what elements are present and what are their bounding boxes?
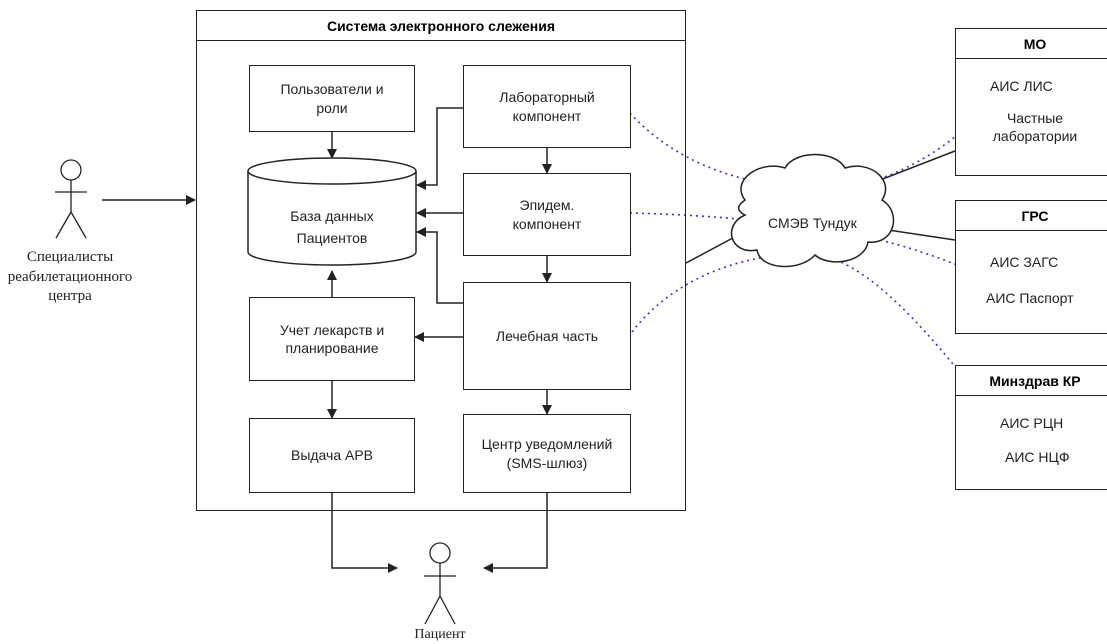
grs-panel: ГРС АИС ЗАГС АИС Паспорт — [955, 200, 1107, 334]
grs-title: ГРС — [956, 201, 1107, 231]
drugs-planning-label: Учет лекарств и планирование — [279, 321, 385, 356]
system-frame: Система электронного слежения — [196, 10, 686, 511]
cloud-label: СМЭВ Тундук — [768, 215, 857, 231]
minzdrav-title: Минздрав КР — [956, 366, 1107, 396]
dotted-treatment-to-rcn — [631, 253, 1001, 426]
notification-center-label: Центр уведомлений (SMS-шлюз) — [481, 436, 613, 471]
patient-actor-icon — [424, 542, 456, 625]
arv-label: Выдача АРВ — [290, 447, 374, 464]
mo-private-labs: Частные лаборатории — [992, 110, 1078, 145]
link-cloud-to-mo — [874, 150, 956, 183]
users-roles-box[interactable]: Пользователи и роли — [249, 65, 415, 132]
minzdrav-ais-rcn: АИС РЦН — [1000, 415, 1064, 431]
grs-ais-zags: АИС ЗАГС — [990, 254, 1059, 270]
cloud-shape — [730, 153, 895, 268]
dotted-epidem-to-zags — [629, 212, 976, 273]
arrow-lab-to-db — [416, 107, 463, 190]
notification-center-box[interactable]: Центр уведомлений (SMS-шлюз) — [463, 414, 631, 493]
db-label: База данных Пациентов — [290, 208, 374, 246]
arrow-notify-to-patient — [483, 493, 548, 573]
epidem-component-label: Эпидем. компонент — [512, 197, 582, 232]
mo-panel: МО АИС ЛИС Частные лаборатории — [955, 28, 1107, 176]
mo-ais-lis: АИС ЛИС — [990, 78, 1053, 94]
minzdrav-ais-ncf: АИС НЦФ — [1005, 449, 1070, 465]
epidem-component-box[interactable]: Эпидем. компонент — [463, 173, 631, 256]
mo-title: МО — [956, 29, 1107, 59]
specialists-actor-icon — [55, 159, 87, 239]
specialists-label: Специалисты реабилетационного центра — [7, 249, 133, 304]
grs-ais-passport: АИС Паспорт — [986, 290, 1074, 306]
lab-component-label: Лабораторный компонент — [499, 89, 595, 124]
patient-label: Пациент — [414, 627, 466, 642]
arrow-treatment-to-db — [416, 227, 463, 304]
treatment-label: Лечебная часть — [495, 327, 599, 344]
arrow-arv-to-patient — [331, 493, 398, 573]
system-title: Система электронного слежения — [197, 11, 685, 41]
arv-box[interactable]: Выдача АРВ — [249, 418, 415, 493]
treatment-box[interactable]: Лечебная часть — [463, 282, 631, 390]
lab-component-box[interactable]: Лабораторный компонент — [463, 65, 631, 148]
minzdrav-panel: Минздрав КР АИС РЦН АИС НЦФ — [955, 365, 1107, 490]
drugs-planning-box[interactable]: Учет лекарств и планирование — [249, 297, 415, 381]
users-roles-label: Пользователи и роли — [280, 81, 384, 116]
database-cylinder-icon — [247, 157, 417, 266]
